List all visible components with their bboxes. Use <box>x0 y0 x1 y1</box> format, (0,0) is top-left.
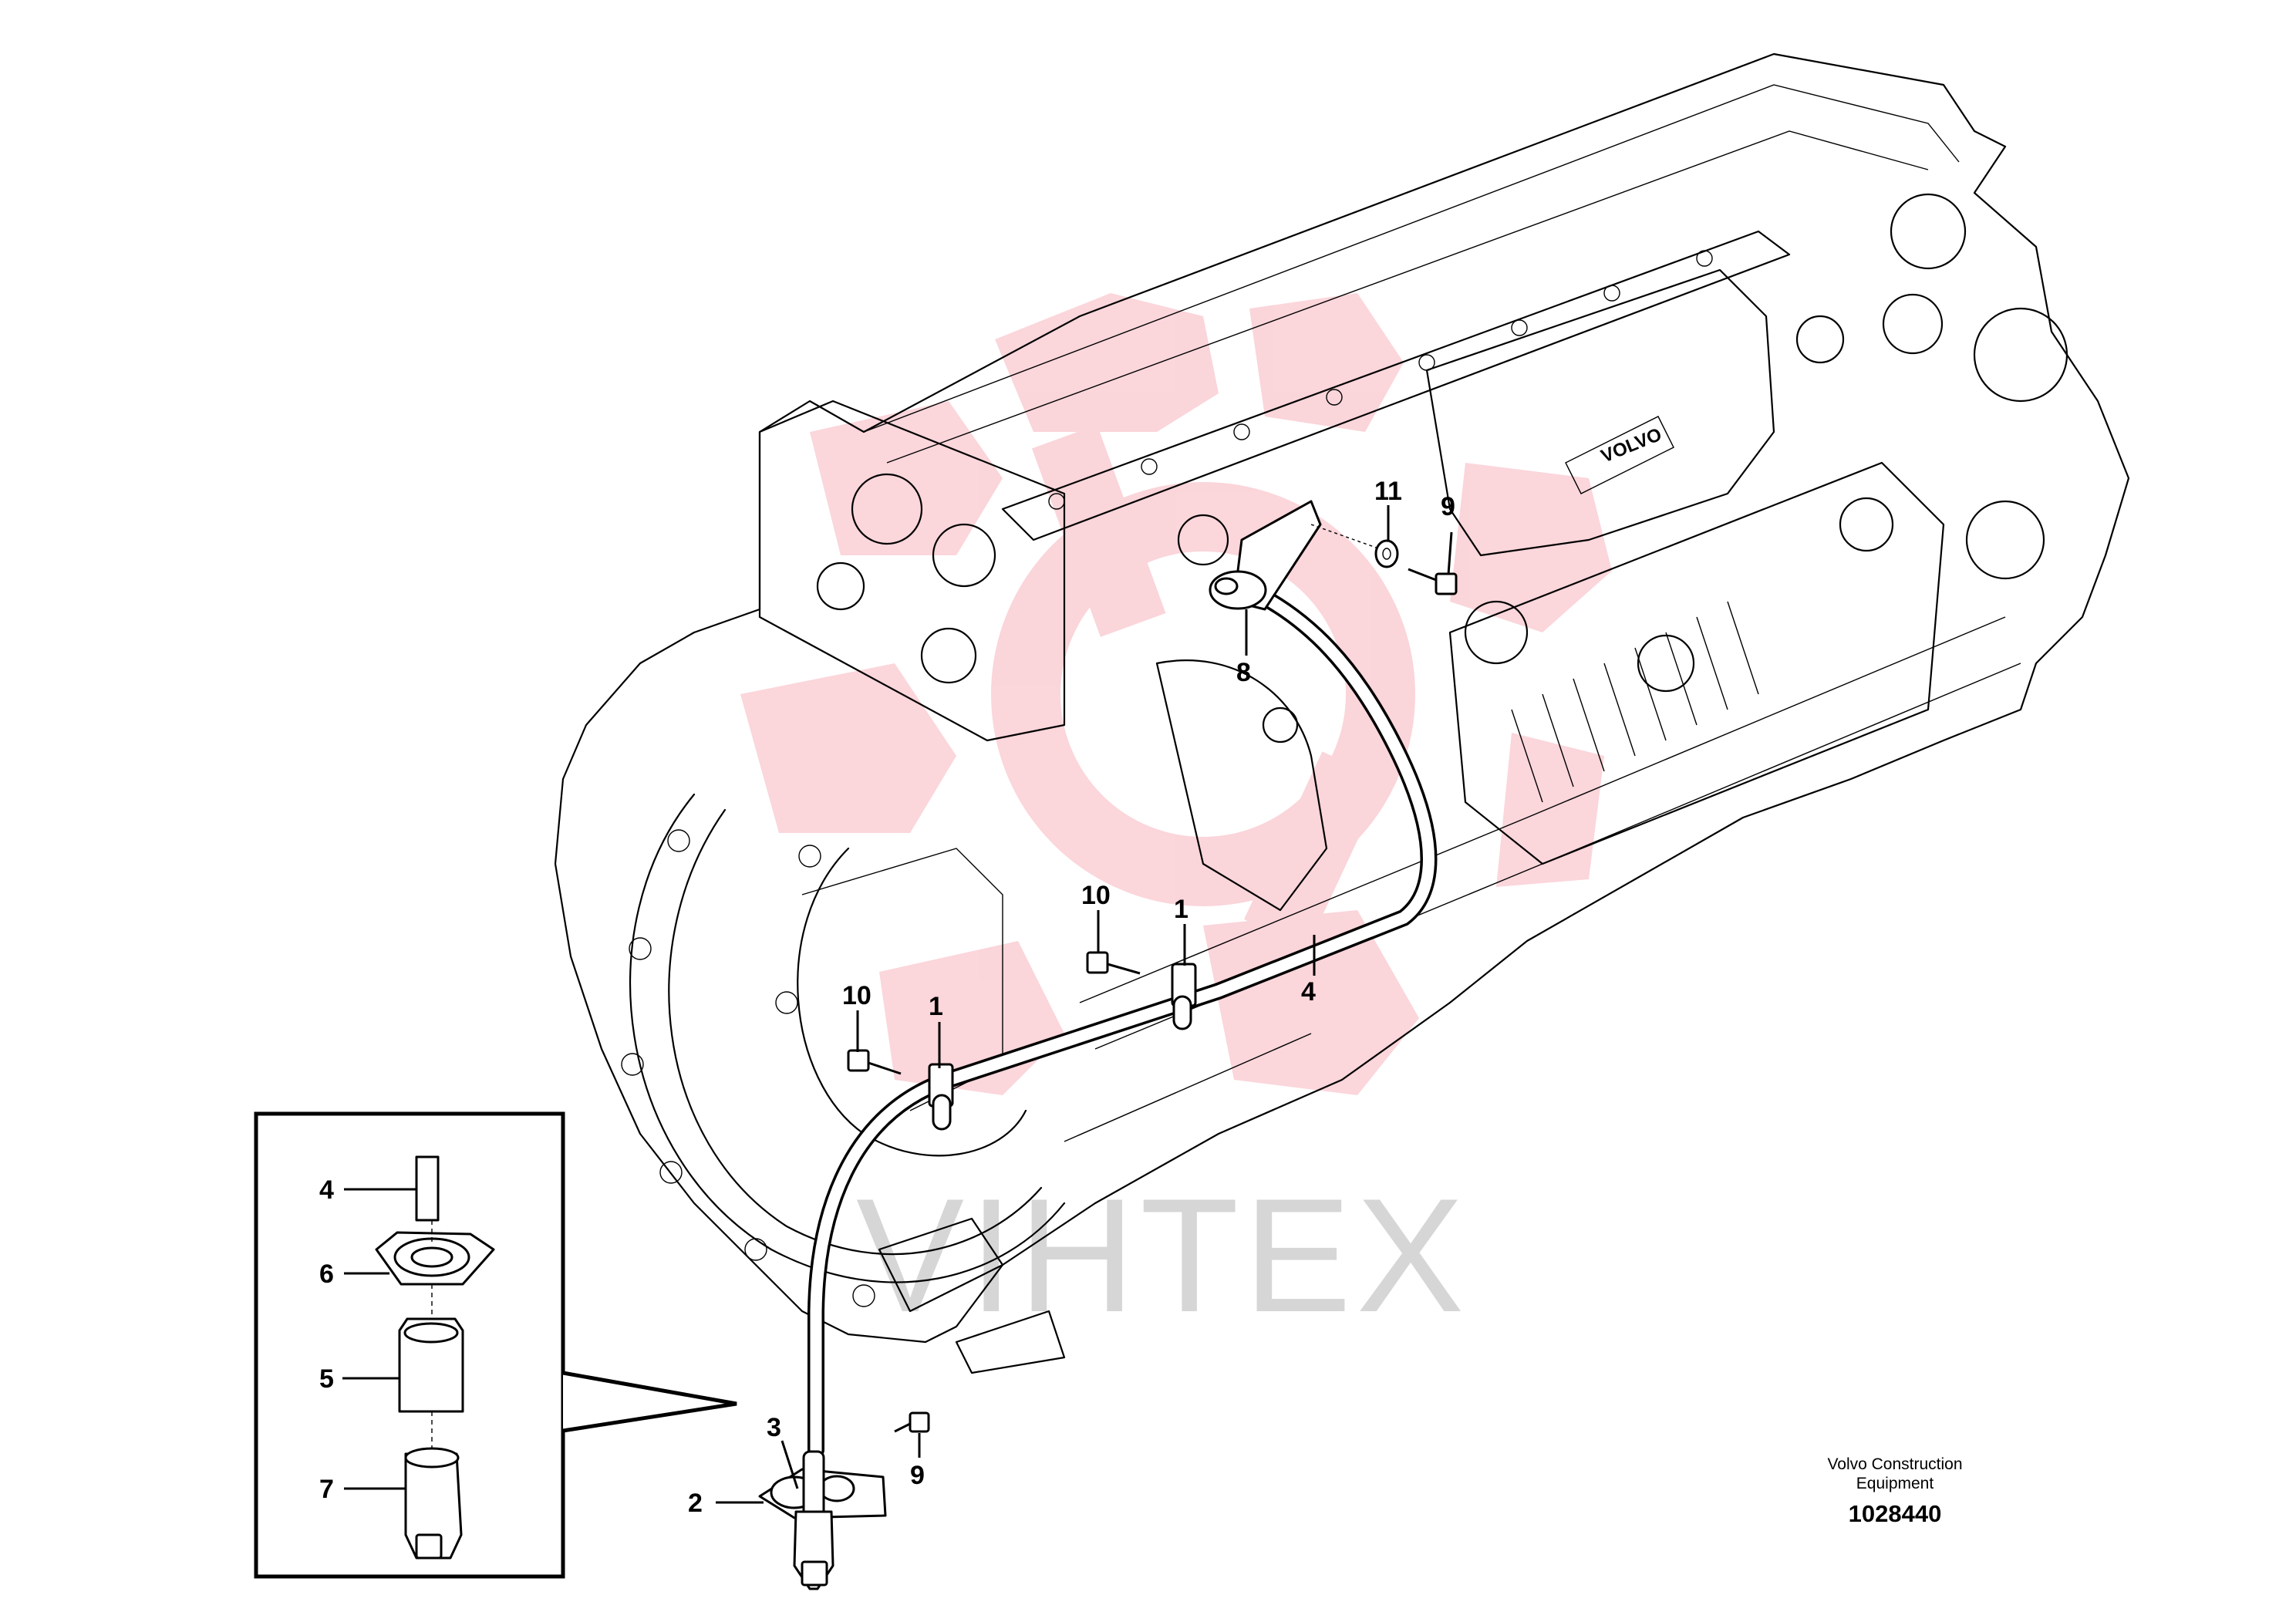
watermark-text: VIHTEX <box>856 1165 1468 1346</box>
bolt-9-upper <box>1408 568 1458 595</box>
callout-11: 11 <box>1374 477 1402 506</box>
callout-4-main: 4 <box>1301 977 1316 1007</box>
diagram-caption: Volvo Construction Equipment 1028440 <box>1827 1455 1962 1527</box>
caption-line-1: Volvo Construction <box>1827 1455 1962 1473</box>
callout-labels: 11 9 8 4 1 10 1 10 3 2 9 4 6 5 7 <box>319 477 1455 1518</box>
callout-4-inset: 4 <box>319 1175 334 1205</box>
callout-9-lower: 9 <box>910 1461 925 1490</box>
cable-clip-1-upper <box>1171 963 1197 1030</box>
engine-block-drawing: VOLVO <box>554 52 2130 1374</box>
callout-8: 8 <box>1236 658 1251 687</box>
cable-connector-8 <box>1209 500 1322 611</box>
detail-inset <box>254 1111 737 1579</box>
bolt-9-lower <box>894 1411 930 1433</box>
callout-10-lower: 10 <box>842 981 872 1010</box>
callout-1-upper: 1 <box>1174 895 1188 924</box>
sensor-cable-harness <box>807 578 1438 1458</box>
callout-5: 5 <box>319 1364 334 1394</box>
callout-7: 7 <box>319 1475 334 1504</box>
callout-10-upper: 10 <box>1081 881 1111 910</box>
callout-9-upper: 9 <box>1441 492 1455 521</box>
callout-3: 3 <box>767 1413 781 1442</box>
callout-2: 2 <box>688 1489 703 1518</box>
cable-clip-1-lower <box>928 1063 954 1131</box>
callout-1-lower: 1 <box>929 992 943 1021</box>
caption-line-2: Equipment <box>1856 1475 1934 1492</box>
callout-leaders <box>342 505 1453 1504</box>
washer-11 <box>1374 539 1399 568</box>
document-number: 1028440 <box>1849 1500 1942 1527</box>
bolt-10-upper <box>1086 951 1141 975</box>
callout-6: 6 <box>319 1259 334 1289</box>
speed-sensor-assembly <box>758 1450 887 1590</box>
